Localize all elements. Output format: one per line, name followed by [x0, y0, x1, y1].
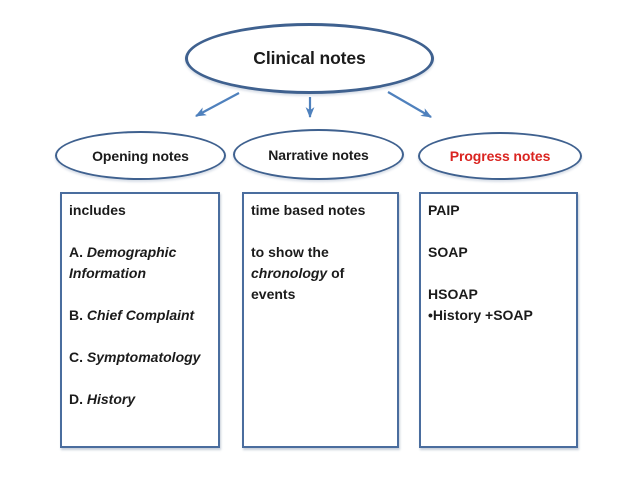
box-line: [69, 368, 211, 389]
box-line: [428, 263, 569, 284]
box-line: [69, 326, 211, 347]
box-text-segment: SOAP: [428, 244, 468, 260]
detail-box-progress-notes: PAIP SOAP HSOAP •History +SOAP: [419, 192, 578, 448]
node-opening-notes-label: Opening notes: [92, 147, 189, 164]
box-text-segment: events: [251, 286, 296, 302]
box-text-segment: History: [86, 391, 136, 407]
box-line: C. Symptomatology: [69, 347, 211, 368]
arrow-to-progress-notes: [387, 91, 432, 118]
box-line: Information: [69, 263, 211, 284]
box-text-segment: Demographic: [86, 244, 177, 260]
box-text-segment: PAIP: [428, 202, 460, 218]
detail-box-progress-notes-content: PAIP SOAP HSOAP •History +SOAP: [428, 200, 569, 326]
box-line: chronology of: [251, 263, 390, 284]
box-text-segment: C.: [69, 349, 87, 365]
box-line: [69, 284, 211, 305]
detail-box-narrative-notes: time based notes to show the chronology o…: [242, 192, 399, 448]
box-text-segment: chronology: [251, 265, 328, 281]
box-line: includes: [69, 200, 211, 221]
box-line: D. History: [69, 389, 211, 410]
box-line: [69, 221, 211, 242]
box-line: A. Demographic: [69, 242, 211, 263]
box-line: [251, 221, 390, 242]
box-text-segment: Symptomatology: [86, 349, 201, 365]
node-clinical-notes: Clinical notes: [185, 23, 434, 94]
box-line: HSOAP: [428, 284, 569, 305]
box-text-segment: A.: [69, 244, 87, 260]
box-text-segment: to show the: [251, 244, 329, 260]
node-narrative-notes: Narrative notes: [233, 129, 404, 180]
box-text-segment: Chief Complaint: [86, 307, 195, 323]
box-text-segment: includes: [69, 202, 126, 218]
box-text-segment: HSOAP: [428, 286, 478, 302]
box-line: to show the: [251, 242, 390, 263]
box-text-segment: time based notes: [251, 202, 366, 218]
box-text-segment: D.: [69, 391, 87, 407]
node-clinical-notes-label: Clinical notes: [253, 48, 366, 68]
box-line: [428, 221, 569, 242]
box-line: B. Chief Complaint: [69, 305, 211, 326]
box-line: SOAP: [428, 242, 569, 263]
detail-box-narrative-notes-content: time based notes to show the chronology o…: [251, 200, 390, 305]
arrow-to-opening-notes: [195, 92, 240, 117]
node-opening-notes: Opening notes: [55, 131, 226, 180]
box-text-segment: B.: [69, 307, 87, 323]
box-line: time based notes: [251, 200, 390, 221]
box-text-segment: of: [327, 265, 345, 281]
node-narrative-notes-label: Narrative notes: [268, 146, 369, 163]
box-line: •History +SOAP: [428, 305, 569, 326]
box-text-segment: Information: [69, 265, 146, 281]
box-line: PAIP: [428, 200, 569, 221]
node-progress-notes: Progress notes: [418, 132, 582, 180]
box-line: events: [251, 284, 390, 305]
node-progress-notes-label: Progress notes: [449, 148, 551, 164]
box-text-segment: •History +SOAP: [428, 307, 533, 323]
